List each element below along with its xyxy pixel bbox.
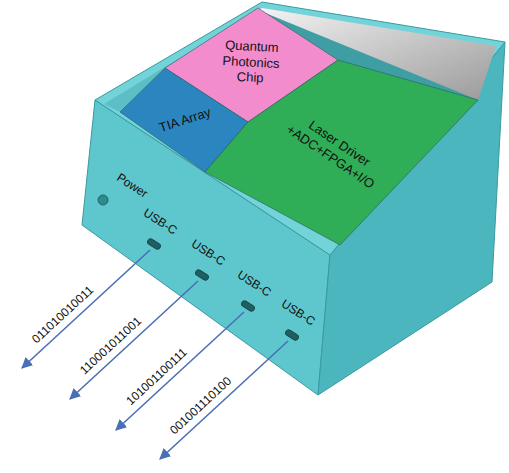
usb-c-port bbox=[146, 238, 161, 251]
bit-stream: 110001011001 bbox=[78, 315, 145, 378]
bit-stream: 101001100111 bbox=[124, 346, 190, 408]
data-arrow bbox=[22, 250, 150, 368]
usb-c-port bbox=[284, 329, 299, 342]
usb-c-port bbox=[240, 300, 255, 313]
bit-stream: 011010010011 bbox=[30, 284, 97, 347]
power-jack bbox=[98, 195, 108, 205]
usb-ports bbox=[146, 238, 299, 342]
usb-c-port bbox=[194, 269, 209, 282]
region-outline bbox=[205, 60, 478, 245]
top-rim bbox=[95, 2, 505, 255]
bit-stream: 001001110100 bbox=[168, 375, 235, 438]
region-label: Quantum Photonics Chip bbox=[212, 37, 290, 88]
